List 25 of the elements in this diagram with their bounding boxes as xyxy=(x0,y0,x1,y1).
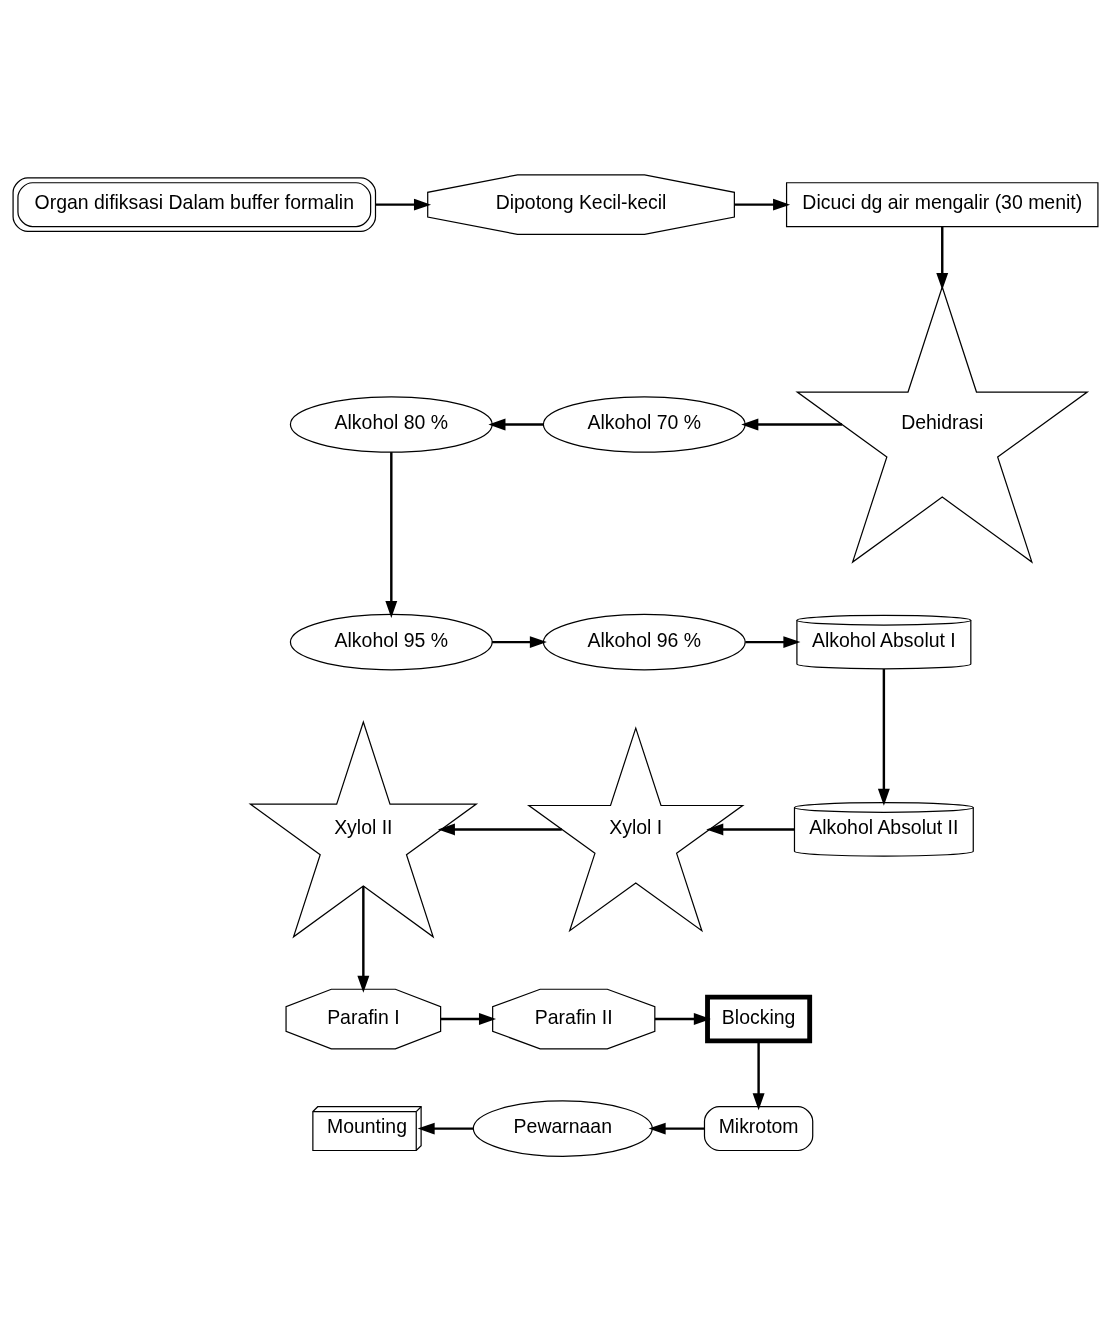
arrow xyxy=(752,1040,765,1110)
node-ellipse: Alkohol 80 % xyxy=(289,395,493,453)
node-ellipse: Alkohol 95 % xyxy=(289,613,493,670)
arrow xyxy=(488,418,544,430)
node-box: Mikrotom xyxy=(703,1105,814,1151)
arrow xyxy=(385,451,398,618)
arrow xyxy=(734,198,791,211)
arrow xyxy=(417,1122,474,1135)
arrow xyxy=(437,822,562,835)
node-ellipse: Pewarnaan xyxy=(472,1099,653,1157)
node-ellipse: Alkohol 96 % xyxy=(542,613,746,670)
node-box: Organ difiksasi Dalam buffer formalin xyxy=(12,176,377,232)
arrow xyxy=(706,822,795,835)
arrow xyxy=(492,635,547,648)
arrow xyxy=(655,1012,711,1025)
arrow xyxy=(648,1122,705,1135)
arrow xyxy=(441,1012,496,1025)
arrow xyxy=(741,418,843,430)
arrow xyxy=(745,635,801,648)
arrow xyxy=(877,668,890,806)
arrow xyxy=(936,226,949,290)
node-ellipse: Alkohol 70 % xyxy=(542,395,746,453)
node-box: Dicuci dg air mengalir (30 menit) xyxy=(785,181,1099,227)
node-box: Blocking xyxy=(705,994,813,1043)
arrow xyxy=(375,198,432,211)
